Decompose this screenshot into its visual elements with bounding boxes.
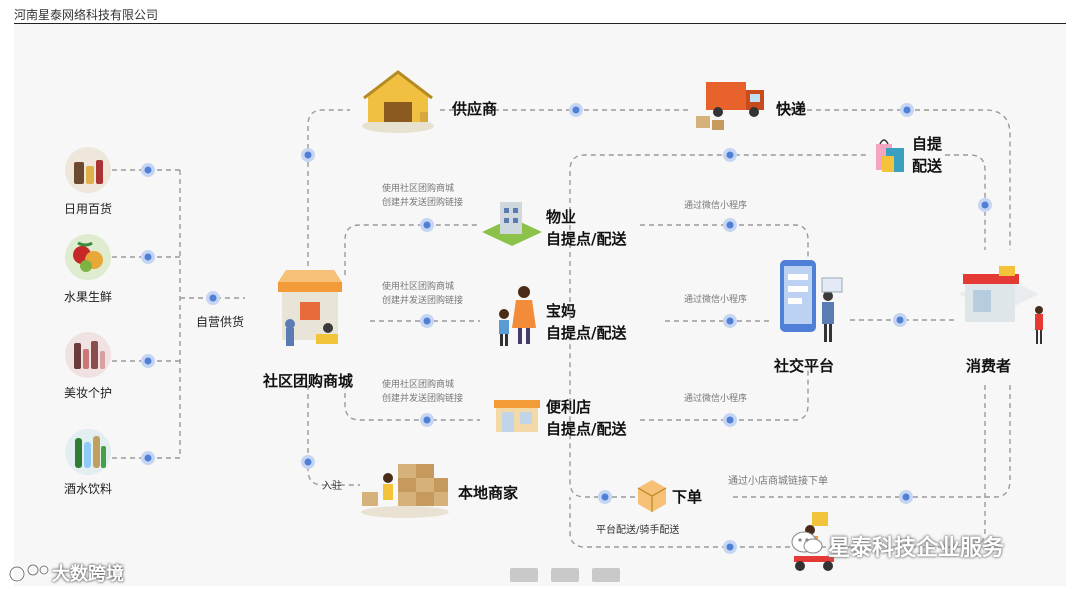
channel-note-property-2: 创建并发送团购链接 bbox=[382, 198, 464, 208]
property-building-icon bbox=[482, 202, 542, 246]
fresh-fruit-icon bbox=[65, 234, 111, 280]
express-truck-icon bbox=[696, 82, 764, 130]
self-pickup-label-1: 自提 bbox=[912, 135, 943, 153]
local-merchant-label: 本地商家 bbox=[458, 484, 519, 502]
mom-and-child-icon bbox=[499, 286, 536, 346]
channel-label-property-1: 物业 bbox=[546, 208, 577, 226]
convenience-store-icon bbox=[494, 400, 540, 432]
source-label-fresh-fruit: 水果生鲜 bbox=[64, 290, 113, 304]
source-label-beverage: 酒水饮料 bbox=[64, 482, 113, 496]
wechat-logo-icon bbox=[791, 531, 823, 554]
source-label-daily-goods: 日用百货 bbox=[64, 202, 113, 216]
supplier-warehouse-icon bbox=[362, 70, 434, 133]
channel-label-mom-2: 自提点/配送 bbox=[546, 324, 627, 342]
channel-note-store-2: 创建并发送团购链接 bbox=[382, 394, 464, 404]
source-label-cosmetics: 美妆个护 bbox=[64, 386, 113, 400]
brand-logo-icon bbox=[8, 563, 50, 583]
channel-note-property-1: 使用社区团购商城 bbox=[382, 184, 455, 194]
cosmetics-icon bbox=[65, 332, 111, 378]
company-header: 河南星泰网络科技有限公司 bbox=[14, 8, 159, 22]
self-pickup-label-2: 配送 bbox=[912, 157, 943, 175]
community-mall-store-icon bbox=[278, 270, 342, 346]
viewer-fit-button[interactable] bbox=[551, 568, 579, 582]
social-platform-phone-icon bbox=[780, 260, 843, 342]
social-platform-label: 社交平台 bbox=[774, 357, 835, 375]
viewer-next-button[interactable] bbox=[592, 568, 620, 582]
delivery-note: 平台配送/骑手配送 bbox=[596, 525, 680, 536]
order-label: 下单 bbox=[672, 488, 703, 506]
wechat-note-mom: 通过微信小程序 bbox=[684, 295, 748, 305]
wechat-note-store: 通过微信小程序 bbox=[684, 394, 748, 404]
order-package-icon bbox=[637, 480, 667, 512]
channel-label-store-1: 便利店 bbox=[546, 398, 592, 416]
express-label: 快递 bbox=[776, 100, 807, 118]
viewer-prev-button[interactable] bbox=[510, 568, 538, 582]
supplier-label: 供应商 bbox=[452, 100, 498, 118]
channel-note-mom-2: 创建并发送团购链接 bbox=[382, 296, 464, 306]
flow-node-markers bbox=[141, 103, 992, 554]
daily-goods-icon bbox=[65, 147, 111, 193]
community-mall-label: 社区团购商城 bbox=[263, 372, 354, 390]
order-note: 通过小店商城链接下单 bbox=[728, 476, 828, 487]
channel-note-mom-1: 使用社区团购商城 bbox=[382, 282, 455, 292]
watermark-right: 星泰科技企业服务 bbox=[828, 536, 1005, 561]
beverage-icon bbox=[65, 429, 111, 475]
shopping-bags-icon bbox=[876, 139, 904, 172]
channel-label-store-2: 自提点/配送 bbox=[546, 420, 627, 438]
wechat-note-property: 通过微信小程序 bbox=[684, 201, 748, 211]
watermark-left: 大数跨境 bbox=[52, 564, 124, 585]
join-label: 入驻 bbox=[322, 481, 342, 492]
channel-note-store-1: 使用社区团购商城 bbox=[382, 380, 455, 390]
consumer-shop-icon bbox=[959, 266, 1043, 344]
diagram-canvas bbox=[14, 24, 1066, 586]
header-divider bbox=[14, 23, 1066, 24]
local-merchant-boxes-icon bbox=[361, 464, 449, 518]
channel-label-mom-1: 宝妈 bbox=[546, 302, 577, 320]
channel-label-property-2: 自提点/配送 bbox=[546, 230, 627, 248]
consumer-label: 消费者 bbox=[966, 357, 1012, 375]
self-operated-label: 自营供货 bbox=[196, 315, 245, 329]
